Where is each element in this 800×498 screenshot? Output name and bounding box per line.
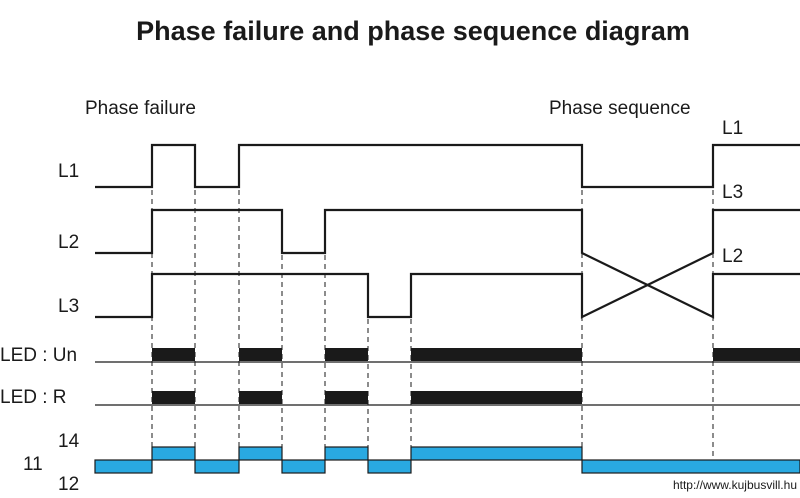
led-r-on (152, 391, 195, 404)
contact-label-11: 11 (23, 454, 43, 475)
waveform-l1 (95, 143, 800, 189)
relay-contact-track (94, 446, 800, 474)
led-un-on (239, 348, 282, 361)
row-label-led-un: LED : Un (0, 345, 77, 366)
led-un-on (411, 348, 582, 361)
right-label-l2: L2 (722, 246, 743, 267)
relay-14 (151, 446, 196, 461)
relay-12 (581, 459, 800, 474)
led-r-on (239, 391, 282, 404)
led-r-track (95, 391, 800, 406)
contact-label-12: 12 (58, 474, 79, 495)
row-label-l2: L2 (58, 232, 79, 253)
phase-sequence-label: Phase sequence (549, 98, 691, 119)
led-r-on (411, 391, 582, 404)
relay-12 (94, 459, 153, 474)
led-un-on (152, 348, 195, 361)
waveform-l2 (95, 208, 800, 319)
led-un-on (325, 348, 368, 361)
relay-14 (324, 446, 369, 461)
row-label-l3: L3 (58, 296, 79, 317)
waveform-l3 (95, 208, 800, 319)
page-title: Phase failure and phase sequence diagram (136, 16, 690, 46)
time-markers (151, 145, 714, 470)
row-label-led-r: LED : R (0, 387, 67, 408)
contact-label-14: 14 (58, 431, 80, 452)
watermark: http://www.kujbusvill.hu (673, 478, 797, 492)
relay-12 (281, 459, 326, 474)
right-label-l3: L3 (722, 182, 743, 203)
led-un-on (713, 348, 800, 361)
led-r-on (325, 391, 368, 404)
relay-12 (367, 459, 412, 474)
led-un-track (95, 348, 800, 363)
row-label-l1: L1 (58, 161, 79, 182)
right-label-l1: L1 (722, 118, 743, 139)
phase-failure-label: Phase failure (85, 98, 196, 119)
relay-14 (238, 446, 283, 461)
relay-12 (194, 459, 240, 474)
relay-14 (410, 446, 583, 461)
